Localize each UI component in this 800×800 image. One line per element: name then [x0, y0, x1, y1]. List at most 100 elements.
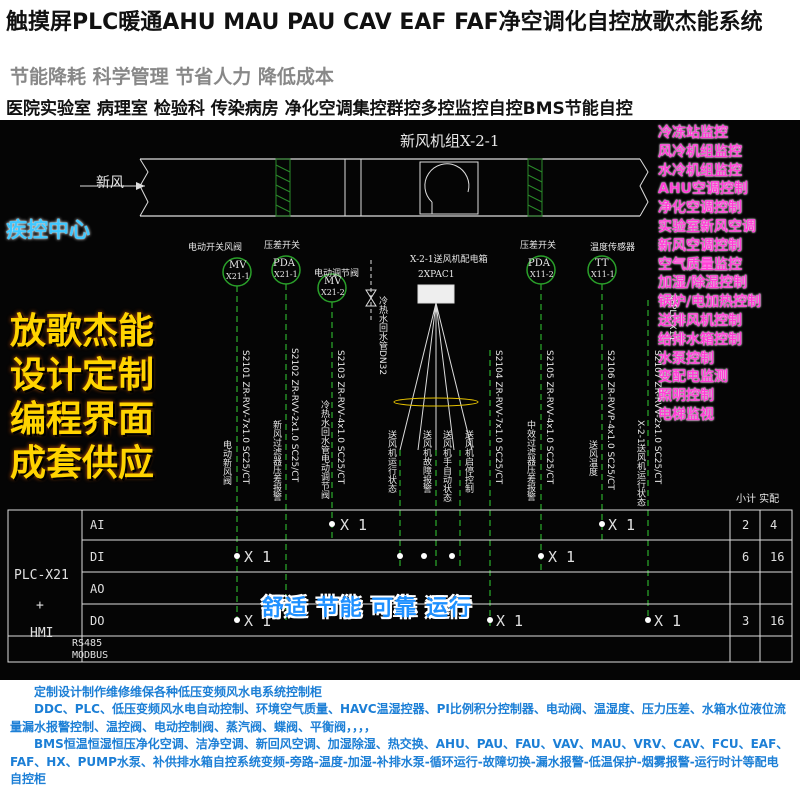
- cable-label-8: 中效过滤器压差报警: [525, 420, 535, 501]
- row-type-do: DO: [90, 614, 105, 628]
- x1-marker: X 1: [244, 612, 272, 630]
- feature-item: 送排风机控制: [658, 312, 742, 329]
- device-num-4: 2XPAC1: [418, 270, 455, 280]
- big-text-1: 放歌杰能: [10, 311, 155, 352]
- device-label-1: 电动开关风阀: [188, 243, 243, 253]
- x1-marker: X 1: [548, 548, 576, 566]
- device-code-1: MV: [229, 260, 247, 271]
- footer-description: 定制设计制作维修维保各种低压变频风水电系统控制柜 DDC、PLC、低压变频风水电…: [0, 684, 800, 788]
- page-title: 触摸屏PLC暖通AHU MAU PAU CAV EAF FAF净空调化自控放歌杰…: [6, 10, 763, 35]
- cable-label-1: 电动新风阀: [221, 440, 231, 485]
- device-label-6: 温度传感器: [590, 243, 636, 253]
- device-label-3: 电动调节阀: [314, 269, 360, 279]
- filter-1: [275, 158, 291, 217]
- x1-marker: X 1: [654, 612, 682, 630]
- feature-item: 水冷机组监控: [658, 162, 742, 179]
- row-type-di: DI: [90, 550, 105, 564]
- inlet-label: 新风: [96, 175, 124, 191]
- device-label-4: X-2-1送风机配电箱: [410, 255, 488, 265]
- rs485-label: RS485: [72, 638, 103, 649]
- footer-line: 定制设计制作维修维保各种低压变频风水电系统控制柜: [34, 685, 323, 699]
- plc-label: PLC-X21: [14, 568, 69, 583]
- cable-1: S2101 ZR-RVV-7x1.0 SC25/CT: [240, 350, 250, 485]
- x1-marker: X 1: [340, 516, 368, 534]
- device-num-6: X11-1: [591, 270, 615, 279]
- cable-label-5: 送风机故障报警: [421, 430, 431, 493]
- feature-item: 实验室新风空调: [658, 218, 756, 235]
- valve-label: 冷热水回水管DN32: [377, 296, 387, 376]
- feature-item: 冷冻站监控: [658, 125, 728, 141]
- feature-item: 水泵控制: [658, 350, 714, 367]
- device-num-5: X11-2: [530, 270, 554, 279]
- duct-outlet-break: [639, 158, 649, 217]
- modbus-label: MODBUS: [72, 650, 109, 661]
- device-label-5: 压差开关: [520, 241, 557, 251]
- cable-2: S2102 ZR-RVV-2x1.0 SC25/CT: [289, 348, 299, 483]
- feature-list: 冷冻站监控 风冷机组监控 水冷机组监控 AHU空调控制 净化空调控制 实验室新风…: [658, 124, 794, 425]
- feature-item: 净化空调控制: [658, 200, 742, 217]
- device-code-6: TT: [595, 258, 609, 269]
- big-text-2: 设计定制: [10, 355, 155, 396]
- footer-line: BMS恒温恒湿恒压净化空调、洁净空调、新回风空调、加湿除湿、热交换、AHU、PA…: [10, 737, 789, 787]
- device-num-3: X21-2: [321, 288, 345, 297]
- filter-2: [527, 158, 543, 217]
- device-label-2: 压差开关: [264, 241, 301, 251]
- subtitle: 医院实验室 病理室 检验科 传染病房 净化空调集控群控多控监控自控BMS节能自控: [6, 99, 633, 119]
- cable-label-4: 送风机运行状态: [386, 430, 396, 493]
- feature-item: 加湿/除湿控制: [658, 275, 748, 292]
- di-capacity: 16: [770, 550, 785, 564]
- di-count: 6: [742, 550, 750, 564]
- footer-line: DDC、PLC、低压变频风水电自动控制、环境空气质量、HAVC温湿控器、PI比例…: [10, 702, 786, 734]
- x1-marker: X 1: [496, 612, 524, 630]
- feature-item: 照明控制: [658, 388, 714, 405]
- schematic-lines: [7, 158, 793, 663]
- cable-label-9: 送风温度: [587, 440, 597, 476]
- feature-item: 给排水箱控制: [658, 331, 742, 348]
- big-text-4: 成套供应: [10, 443, 155, 484]
- cable-label-6: 送风机手自动状态: [441, 430, 451, 502]
- subtotal-label: 小计 实配: [736, 494, 780, 505]
- cable-label-10: X-2-1送风机运行状态: [635, 420, 645, 507]
- cable-4: S2104 ZR-RVV-7x1.0 SC25/CT: [493, 350, 503, 485]
- do-capacity: 16: [770, 614, 785, 628]
- ai-count: 2: [742, 518, 750, 532]
- device-num-1: X21-1: [226, 272, 250, 281]
- cad-drawing: 新风机组X-2-1 新风 电动开关风阀 压差开关 电动调节阀 X-2-1送风机配…: [0, 120, 800, 680]
- row-type-ai: AI: [90, 518, 105, 532]
- fan: [419, 161, 479, 215]
- cable-6: S2106 ZR-RVVP-4x1.0 SC25/CT: [605, 350, 615, 490]
- plc-table: [7, 509, 793, 663]
- x1-marker: X 1: [244, 548, 272, 566]
- device-code-3: MV: [324, 276, 342, 287]
- hmi-label: HMI: [30, 626, 54, 641]
- device-code-5: PDA: [528, 258, 550, 269]
- slogan: 节能降耗 科学管理 节省人力 降低成本: [10, 66, 334, 88]
- feature-item: 锅炉/电加热控制: [658, 294, 762, 311]
- cable-label-7: 送风机启停控制: [463, 430, 473, 493]
- device-num-2: X21-1: [274, 270, 298, 279]
- badge-cdc: 疾控中心: [6, 218, 90, 242]
- feature-item: 空气质量监控: [658, 256, 742, 273]
- row-type-ao: AO: [90, 582, 105, 596]
- feature-item: 新风空调控制: [658, 237, 742, 254]
- io-dots: [234, 521, 651, 623]
- cable-label-2: 新风过滤器压差报警: [271, 420, 281, 501]
- do-count: 3: [742, 614, 750, 628]
- big-text-3: 编程界面: [10, 399, 155, 440]
- extra-code: 至PLC-X11: [667, 295, 677, 342]
- feature-item: AHU空调控制: [658, 181, 748, 198]
- blue-slogan: 舒适 节能 可靠 运行: [262, 596, 472, 621]
- feature-item: 变配电监测: [658, 369, 728, 386]
- coil: [344, 158, 362, 217]
- ai-capacity: 4: [770, 518, 778, 532]
- cable-7: S2107 ZR-RVV-2x1.0 SC25/CT: [652, 350, 662, 485]
- unit-title: 新风机组X-2-1: [400, 132, 500, 150]
- feature-item: 电梯监视: [658, 406, 714, 423]
- feature-item: 风冷机组监控: [658, 143, 742, 160]
- device-code-2: PDA: [273, 258, 295, 269]
- cable-5: S2105 ZR-RVV-4x1.0 SC25/CT: [544, 350, 554, 485]
- plus-label: +: [36, 598, 44, 613]
- power-box: [417, 284, 455, 304]
- cable-label-3: 冷热水回水管电动调节阀: [319, 400, 329, 499]
- x1-marker: X 1: [608, 516, 636, 534]
